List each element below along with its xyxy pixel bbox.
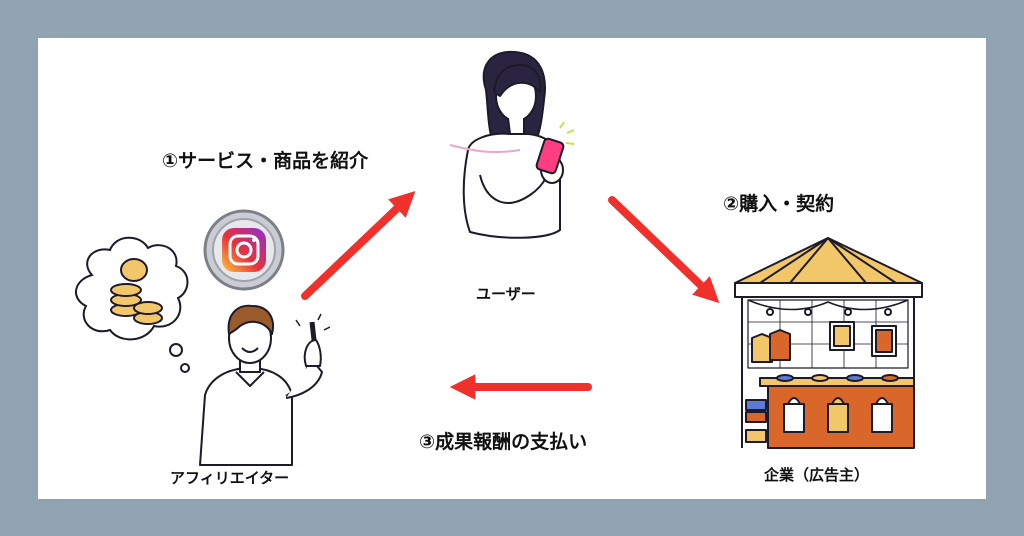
step-introduce-label: ①サービス・商品を紹介 — [162, 150, 369, 172]
coins-thought-icon — [75, 236, 190, 373]
man-pointing-icon — [199, 304, 331, 466]
actor-affiliate-label: アフィリエイター — [170, 469, 290, 487]
arrow-user-to-company — [608, 196, 720, 304]
instagram-icon — [203, 209, 285, 291]
step-purchase-label: ②購入・契約 — [723, 193, 835, 215]
step-payment-label: ③成果報酬の支払い — [419, 431, 588, 453]
woman-phone-icon — [449, 50, 575, 239]
actor-user-label: ユーザー — [476, 285, 536, 303]
actor-company-label: 企業（広告主） — [764, 466, 870, 484]
shop-stall-icon — [734, 237, 923, 449]
arrow-affiliate-to-user — [301, 190, 416, 300]
